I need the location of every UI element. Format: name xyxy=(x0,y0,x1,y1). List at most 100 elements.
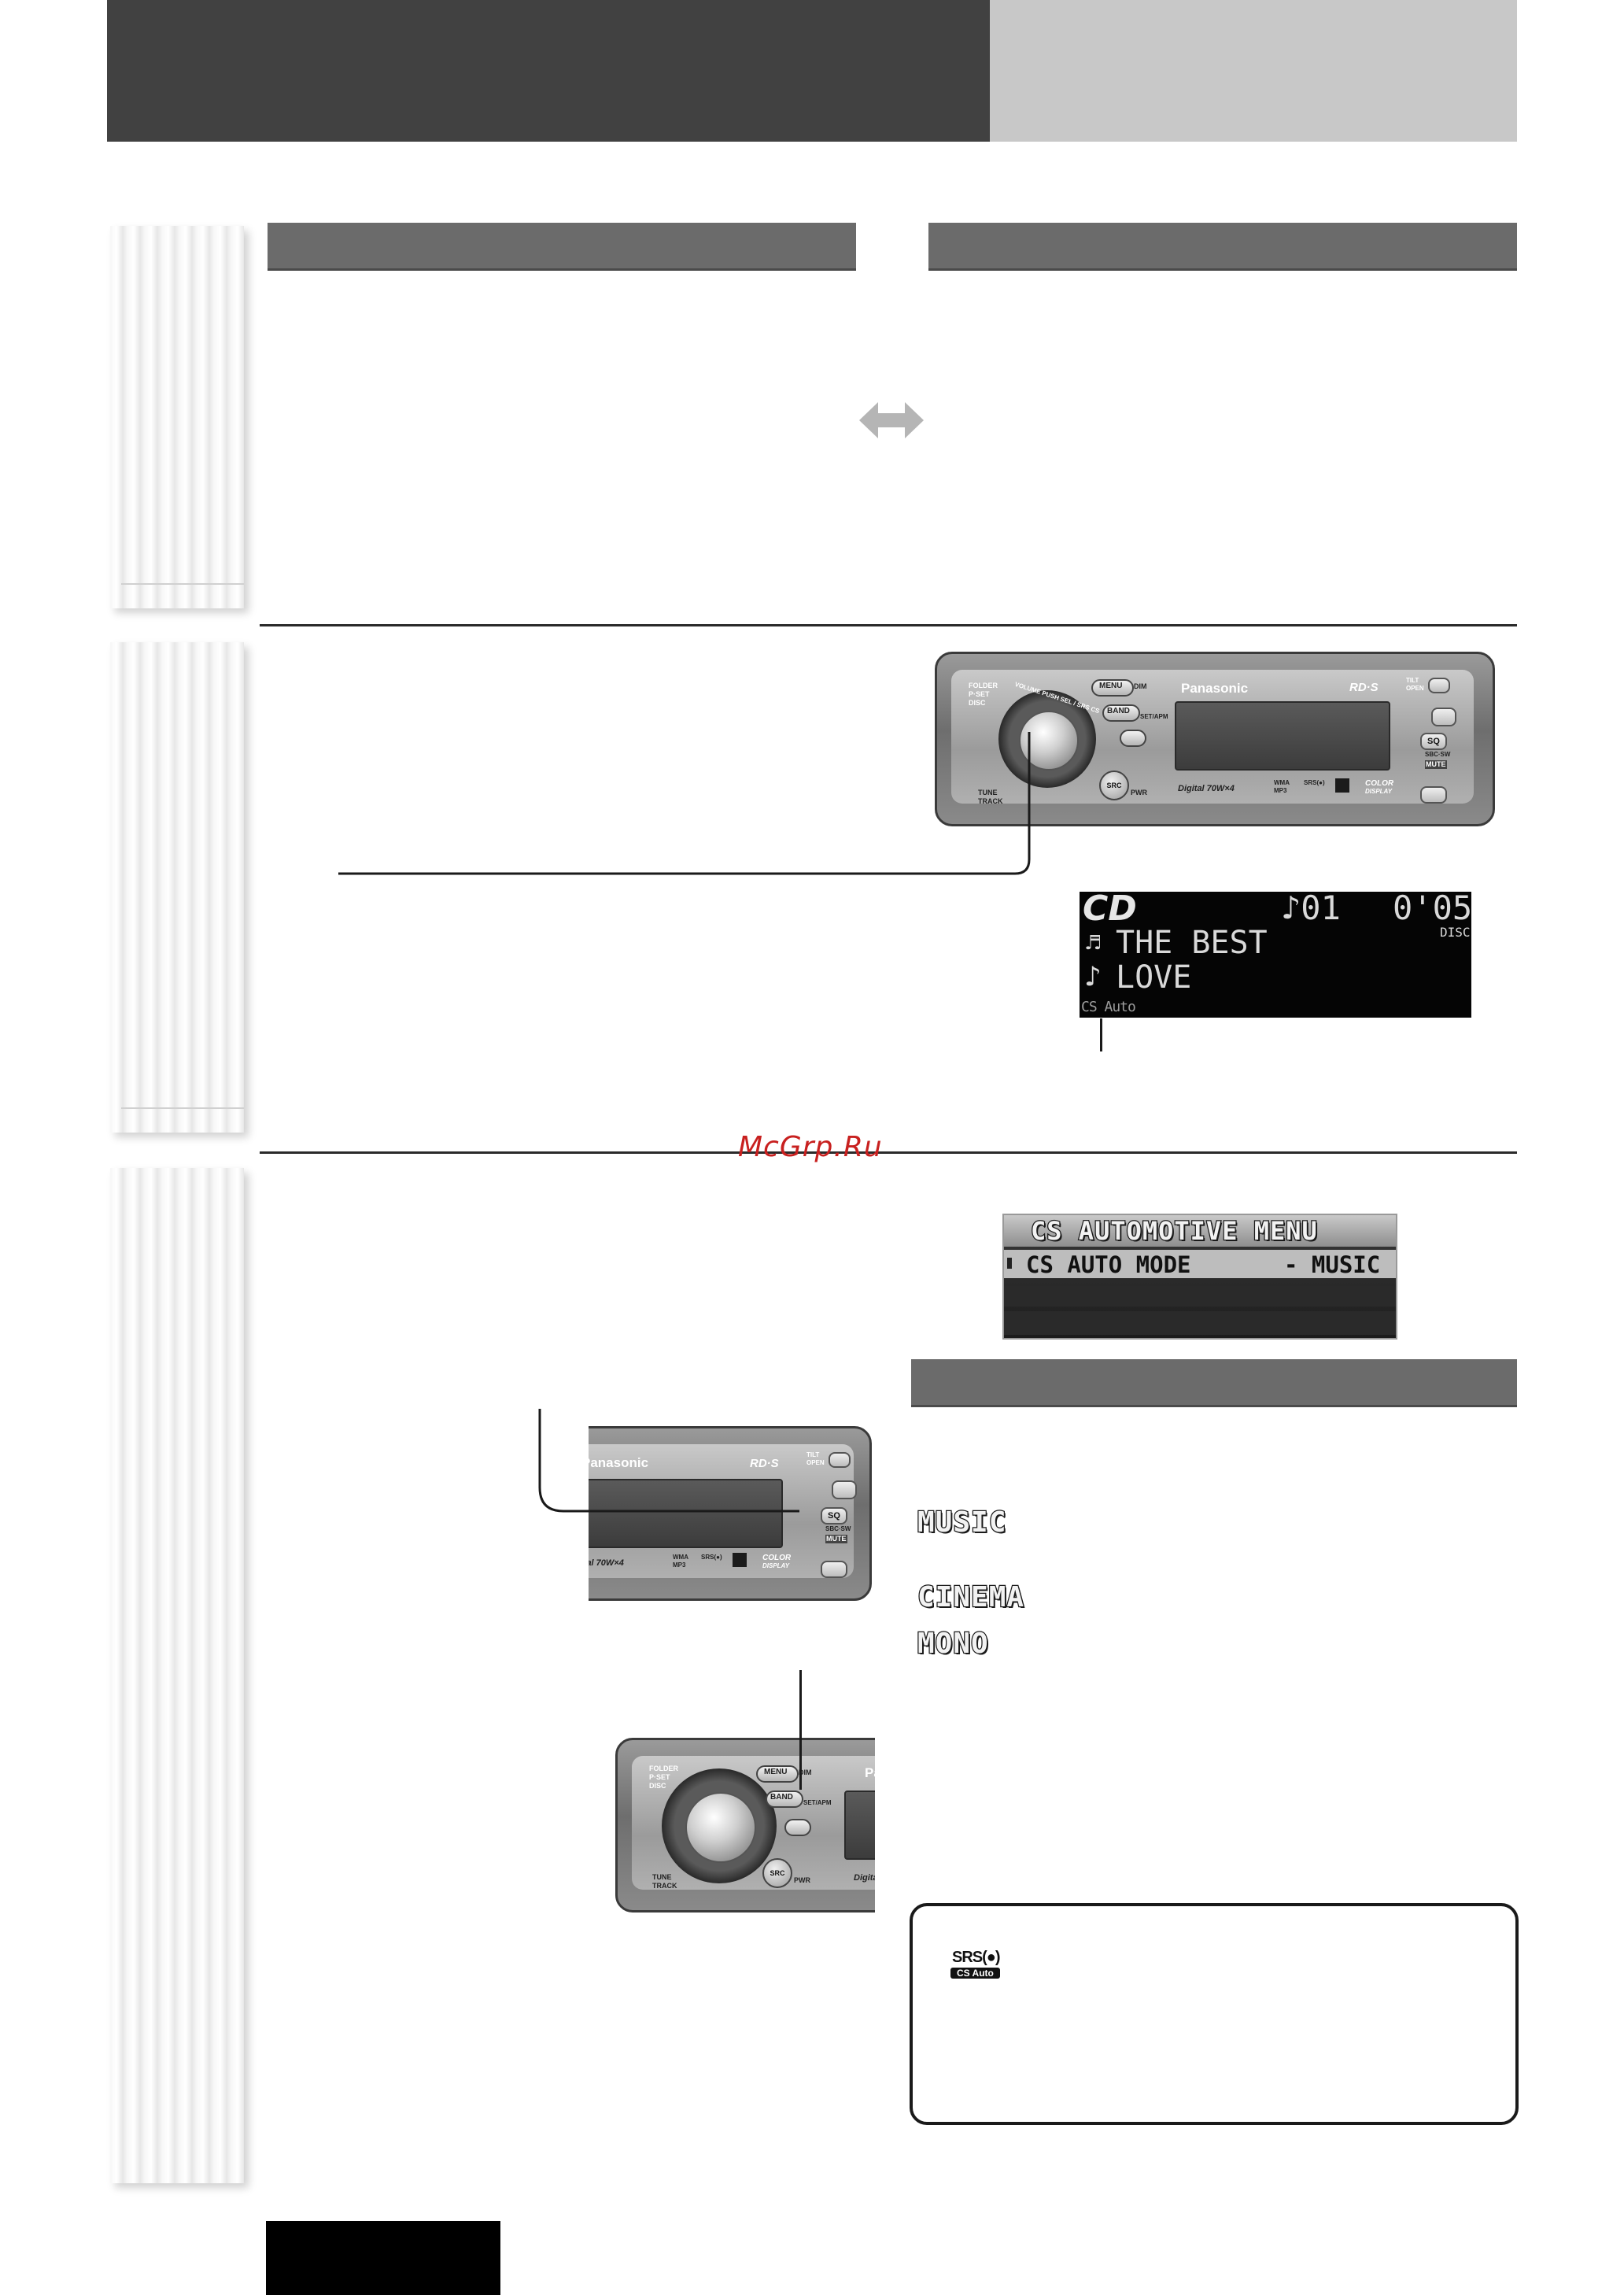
menu-empty-row-1 xyxy=(1004,1286,1396,1306)
ir-sensor xyxy=(1335,778,1349,793)
tilt-open-button[interactable] xyxy=(1428,678,1450,693)
band-closeup-lbl-pwr: PWR xyxy=(794,1876,810,1884)
menu-title-band xyxy=(1004,1215,1396,1247)
menu-selection-band xyxy=(1004,1250,1396,1278)
lbl-tune: TUNE xyxy=(978,789,998,796)
track-icon: ♪ xyxy=(1084,961,1102,993)
lbl-mp3: MP3 xyxy=(1274,787,1287,794)
band-closeup-lbl-setapm: SET/APM xyxy=(803,1799,832,1806)
band-closeup-brand-logo: Panasonic xyxy=(865,1765,875,1780)
section-bar-right xyxy=(928,223,1517,271)
small-round-button[interactable] xyxy=(1120,730,1146,747)
menu-item-value: - MUSIC xyxy=(1284,1251,1381,1278)
band-closeup-menu-button[interactable] xyxy=(756,1765,799,1783)
menu-title: CS AUTOMOTIVE MENU xyxy=(1030,1216,1318,1246)
lbl-open: OPEN xyxy=(1406,685,1424,692)
closeup-rds-logo: RD·S xyxy=(750,1457,779,1470)
closeup-lbl-srs: SRS(●) xyxy=(701,1554,722,1561)
band-closeup-lbl-disc: DISC xyxy=(649,1782,666,1790)
band-closeup-band-button[interactable] xyxy=(766,1791,803,1808)
mode-music-label: MUSIC xyxy=(917,1506,1007,1539)
cd-disc-label: DISC xyxy=(1440,925,1471,940)
lbl-track: TRACK xyxy=(978,797,1003,805)
lbl-disc: DISC xyxy=(969,699,986,707)
closeup-ir-sensor xyxy=(733,1553,747,1567)
lbl-dim: DIM xyxy=(1134,682,1147,690)
closeup-sq-label: SQ xyxy=(828,1511,840,1521)
band-closeup-src-label: SRC xyxy=(770,1869,785,1877)
lbl-tilt: TILT xyxy=(1406,677,1419,684)
band-closeup-volume-knob[interactable] xyxy=(685,1792,756,1863)
double-arrow-icon xyxy=(859,402,924,438)
lbl-setapm: SET/APM xyxy=(1140,713,1168,720)
band-closeup-display-window xyxy=(844,1791,875,1860)
header-dark-band xyxy=(107,0,990,142)
band-closeup-lbl-pset: P·SET xyxy=(649,1773,670,1781)
divider-1 xyxy=(260,624,1517,626)
cd-title-line: THE BEST xyxy=(1116,925,1268,961)
sq-button[interactable]: SQ xyxy=(1420,733,1447,750)
band-closeup-lbl-folder: FOLDER xyxy=(649,1765,678,1772)
lbl-srs: SRS(●) xyxy=(1304,779,1325,786)
band-closeup-lbl-dim: DIM xyxy=(799,1768,812,1776)
srs-cs-auto-logo: SRS(●) CS Auto xyxy=(950,1949,1021,1980)
divider-2 xyxy=(260,1151,1517,1154)
srs-logo-bottom: CS Auto xyxy=(950,1968,1000,1979)
unit-display-window xyxy=(1175,701,1390,771)
cs-auto-indicator: CS Auto xyxy=(1081,999,1136,1015)
lbl-sbcsw: SBC·SW xyxy=(1425,751,1451,758)
band-closeup-frame: FOLDER P·SET DISC TUNE TRACK MENU DIM BA… xyxy=(614,1736,875,1914)
closeup-lbl-digital: Digital 70W×4 xyxy=(589,1558,624,1568)
closeup-sq-button[interactable]: SQ xyxy=(821,1507,847,1524)
step-column-2 xyxy=(110,642,244,1133)
brand-logo: Panasonic xyxy=(1181,681,1249,696)
closeup-lbl-mp3: MP3 xyxy=(673,1561,686,1569)
band-closeup-src-button[interactable]: SRC xyxy=(762,1858,792,1888)
band-button[interactable] xyxy=(1102,704,1140,722)
closeup-lbl-display: DISPLAY xyxy=(762,1562,790,1569)
lbl-wma: WMA xyxy=(1274,779,1290,786)
menu-button[interactable] xyxy=(1091,679,1134,697)
src-button[interactable]: SRC xyxy=(1099,771,1129,800)
page-number-tab xyxy=(266,2221,500,2295)
band-closeup-lbl-tune: TUNE xyxy=(652,1873,672,1881)
rds-logo: RD·S xyxy=(1349,681,1379,694)
band-closeup-menu-label: MENU xyxy=(764,1768,788,1776)
side-button-blank[interactable] xyxy=(1431,708,1456,726)
lbl-digital: Digital 70W×4 xyxy=(1178,784,1235,793)
closeup-lbl-tilt: TILT xyxy=(806,1451,820,1458)
indicator-leader-line xyxy=(1100,1018,1102,1051)
src-label: SRC xyxy=(1106,782,1122,789)
closeup-tilt-button[interactable] xyxy=(829,1452,851,1468)
band-closeup-lbl-track: TRACK xyxy=(652,1882,677,1890)
lbl-pwr: PWR xyxy=(1131,789,1147,796)
cd-track-number: ♪01 xyxy=(1281,892,1341,927)
closeup-side-button[interactable] xyxy=(832,1480,857,1499)
band-closeup-band-label: BAND xyxy=(770,1793,793,1802)
srs-logo-top: SRS(●) xyxy=(952,1949,1001,1966)
cd-track-title: LOVE xyxy=(1116,959,1192,996)
mode-cinema-label: CINEMA xyxy=(917,1581,1025,1613)
album-icon: ♬ xyxy=(1086,929,1101,957)
side-button-lower[interactable] xyxy=(1420,786,1447,804)
lbl-mute: MUTE xyxy=(1425,760,1447,769)
band-closeup-round-button[interactable] xyxy=(784,1819,811,1836)
band-closeup-lbl-digital: Digital 70W×4 xyxy=(854,1873,875,1883)
section-bar-modes xyxy=(911,1359,1517,1407)
step-column-1 xyxy=(110,226,244,608)
lbl-folder: FOLDER xyxy=(969,682,998,689)
cd-mode-label: CD xyxy=(1083,892,1137,929)
closeup-lower-button[interactable] xyxy=(821,1561,847,1578)
menu-item-label: CS AUTO MODE xyxy=(1026,1251,1191,1278)
lbl-display: DISPLAY xyxy=(1365,788,1393,795)
closeup-lbl-open: OPEN xyxy=(806,1459,825,1466)
closeup-lbl-sbcsw: SBC·SW xyxy=(825,1525,851,1532)
knob-leader-line xyxy=(338,732,1031,875)
closeup-display-window xyxy=(589,1479,783,1548)
band-button-label: BAND xyxy=(1107,707,1130,715)
car-stereo-unit: FOLDER P·SET DISC VOLUME PUSH SEL / SRS … xyxy=(935,652,1495,826)
section-bar-left xyxy=(268,223,856,271)
lbl-pset: P·SET xyxy=(969,690,990,698)
header-light-band xyxy=(990,0,1517,142)
watermark-text: McGrp.Ru xyxy=(738,1131,883,1163)
